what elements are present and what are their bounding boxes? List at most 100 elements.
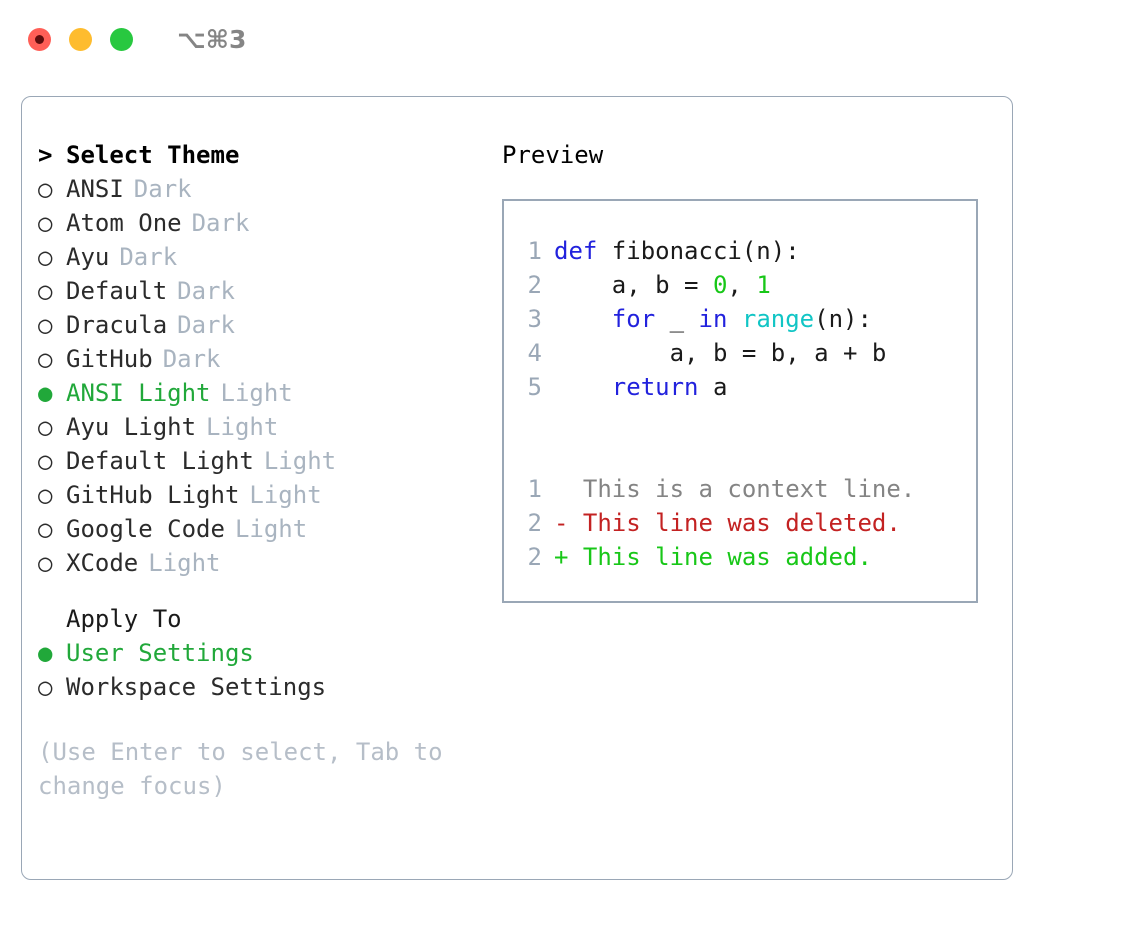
code-content: return a xyxy=(554,373,728,401)
theme-option-tag: Dark xyxy=(119,243,178,271)
line-number: 3 xyxy=(527,305,542,333)
theme-option-tag: Dark xyxy=(191,209,250,237)
line-number: 4 xyxy=(527,339,542,367)
theme-option-ansi-light[interactable]: ● ANSI Light Light xyxy=(38,379,498,413)
line-number: 2 xyxy=(527,509,542,537)
code-content: a, b = b, a + b xyxy=(554,339,887,367)
theme-option-label: Ayu Light xyxy=(66,413,197,441)
code-token-number: 1 xyxy=(756,271,771,299)
code-line: 2 a, b = 0, 1 xyxy=(514,271,976,305)
theme-option-label: GitHub xyxy=(66,345,153,373)
apply-to-workspace-settings[interactable]: ○ Workspace Settings xyxy=(38,673,498,707)
minimize-button[interactable] xyxy=(69,27,92,51)
keyboard-hint-text: (Use Enter to select, Tab to change focu… xyxy=(38,738,443,800)
code-content: for _ in range(n): xyxy=(554,305,872,333)
record-dot-icon xyxy=(35,34,44,44)
theme-option-label: Google Code xyxy=(66,515,225,543)
diff-sign: - xyxy=(554,509,569,537)
radio-empty-icon: ○ xyxy=(38,413,53,441)
radio-empty-icon: ○ xyxy=(38,311,53,339)
code-token-plain: (n): xyxy=(814,305,872,333)
diff-line-deleted: 2 - This line was deleted. xyxy=(514,509,976,543)
code-line: 4 a, b = b, a + b xyxy=(514,339,976,373)
code-token-plain: a, b = xyxy=(554,271,713,299)
code-content: a, b = 0, 1 xyxy=(554,271,771,299)
theme-option-label: ANSI xyxy=(66,175,124,203)
code-token-keyword: return xyxy=(611,373,699,401)
theme-option-github-dark[interactable]: ○ GitHub Dark xyxy=(38,345,498,379)
theme-option-xcode[interactable]: ○ XCode Light xyxy=(38,549,498,583)
diff-content: This line was added. xyxy=(568,543,872,571)
prompt-caret-icon: > xyxy=(38,141,53,169)
code-token-function: range xyxy=(741,305,815,333)
radio-empty-icon: ○ xyxy=(38,515,53,543)
theme-option-label: Default xyxy=(66,277,168,305)
keyboard-shortcut-label: ⌥⌘3 xyxy=(177,24,247,54)
apply-to-user-settings[interactable]: ● User Settings xyxy=(38,639,498,673)
theme-option-tag: Dark xyxy=(177,277,235,305)
theme-option-label: Atom One xyxy=(66,209,182,237)
code-token-plain: fibonacci(n): xyxy=(611,237,800,265)
code-token-plain: , xyxy=(727,271,757,299)
radio-empty-icon: ○ xyxy=(38,673,53,701)
theme-option-label: GitHub Light xyxy=(66,481,240,509)
theme-option-tag: Light xyxy=(148,549,221,577)
preview-panel: Preview 1 def fibonacci(n): 2 a, b = 0, … xyxy=(502,141,1002,603)
theme-option-tag: Light xyxy=(206,413,279,441)
code-token-keyword: def xyxy=(554,237,612,265)
theme-picker-header: > Select Theme xyxy=(38,141,498,175)
code-line: 5 return a xyxy=(514,373,976,407)
code-token-plain: a, b = b, a + b xyxy=(554,339,887,367)
traffic-lights xyxy=(28,27,133,51)
line-number: 5 xyxy=(527,373,542,401)
code-token-keyword: for xyxy=(611,305,656,333)
theme-option-google-code[interactable]: ○ Google Code Light xyxy=(38,515,498,549)
maximize-button[interactable] xyxy=(110,27,133,51)
code-token-keyword: in xyxy=(698,305,728,333)
theme-option-label: Default Light xyxy=(66,447,254,475)
window-content: > Select Theme ○ ANSI Dark ○ Atom One Da… xyxy=(22,97,1012,879)
section-spacer xyxy=(38,583,498,605)
radio-empty-icon: ○ xyxy=(38,243,53,271)
line-number: 1 xyxy=(527,237,542,265)
theme-option-label: XCode xyxy=(66,549,139,577)
code-line: 3 for _ in range(n): xyxy=(514,305,976,339)
theme-option-tag: Dark xyxy=(177,311,235,339)
preview-divider-space xyxy=(514,441,976,475)
close-button[interactable] xyxy=(28,27,51,51)
theme-option-tag: Light xyxy=(249,481,322,509)
theme-option-atom-one-dark[interactable]: ○ Atom One Dark xyxy=(38,209,498,243)
apply-to-option-label: User Settings xyxy=(66,639,254,667)
code-token-plain xyxy=(727,305,741,333)
apply-to-heading: Apply To xyxy=(66,605,182,633)
diff-line-context: 1 This is a context line. xyxy=(514,475,976,509)
theme-option-tag: Light xyxy=(263,447,337,475)
code-token-plain: _ xyxy=(655,305,699,333)
radio-empty-icon: ○ xyxy=(38,209,53,237)
radio-selected-icon: ● xyxy=(38,379,53,407)
code-line: 1 def fibonacci(n): xyxy=(514,237,976,271)
theme-picker-title: Select Theme xyxy=(66,141,240,169)
theme-option-tag: Dark xyxy=(162,345,221,373)
theme-option-ayu-dark[interactable]: ○ Ayu Dark xyxy=(38,243,498,277)
theme-option-default-light[interactable]: ○ Default Light Light xyxy=(38,447,498,481)
apply-to-option-label: Workspace Settings xyxy=(66,673,327,701)
code-content: def fibonacci(n): xyxy=(554,237,800,265)
theme-option-label: Dracula xyxy=(66,311,168,339)
preview-title: Preview xyxy=(502,141,604,169)
radio-empty-icon: ○ xyxy=(38,175,53,203)
radio-empty-icon: ○ xyxy=(38,481,53,509)
app-window: > Select Theme ○ ANSI Dark ○ Atom One Da… xyxy=(21,96,1013,880)
radio-selected-icon: ● xyxy=(38,639,53,667)
theme-option-label: ANSI Light xyxy=(66,379,211,407)
code-token-plain xyxy=(554,373,612,401)
theme-option-default-dark[interactable]: ○ Default Dark xyxy=(38,277,498,311)
theme-option-dracula-dark[interactable]: ○ Dracula Dark xyxy=(38,311,498,345)
diff-sign: + xyxy=(554,543,569,571)
diff-sign xyxy=(554,475,568,503)
line-number: 2 xyxy=(527,271,542,299)
theme-option-github-light[interactable]: ○ GitHub Light Light xyxy=(38,481,498,515)
theme-option-ansi-dark[interactable]: ○ ANSI Dark xyxy=(38,175,498,209)
theme-option-ayu-light[interactable]: ○ Ayu Light Light xyxy=(38,413,498,447)
diff-line-added: 2 + This line was added. xyxy=(514,543,976,577)
